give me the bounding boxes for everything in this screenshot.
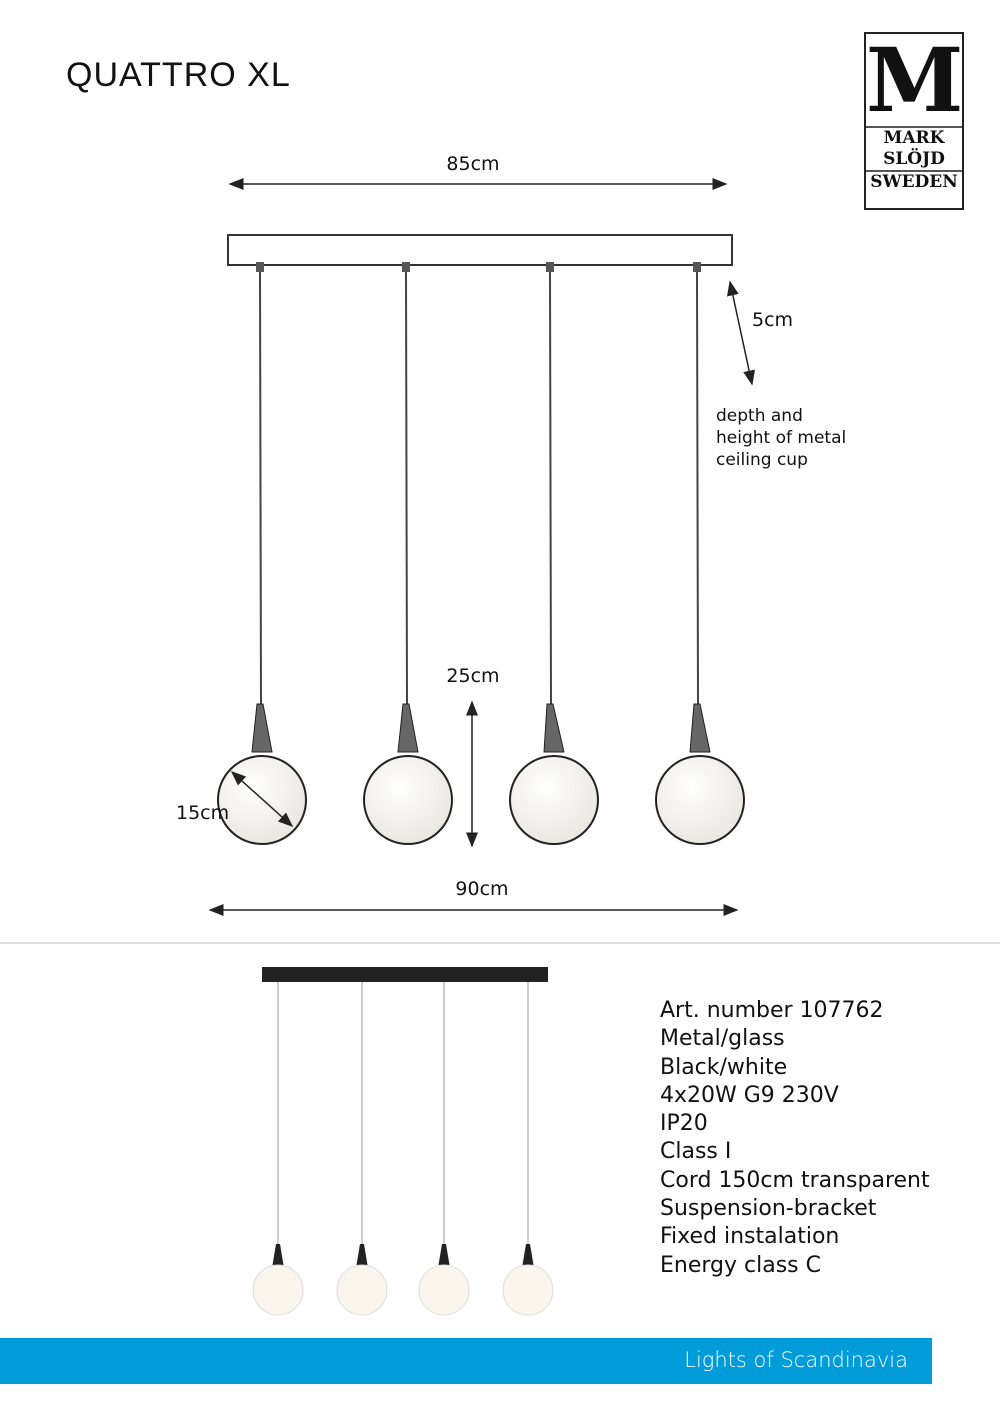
- total-width-label: 90cm: [455, 878, 508, 900]
- cord: [405, 271, 408, 705]
- spec-item: Cord 150cm transparent: [660, 1167, 930, 1193]
- brand-logo: M MARK SLÖJD SWEDEN: [864, 32, 964, 210]
- logo-line: SWEDEN: [866, 170, 962, 193]
- spec-item: Metal/glass: [660, 1026, 785, 1052]
- lamp-holder: [397, 703, 419, 753]
- lamp-holder: [251, 703, 273, 753]
- globe-diameter-label: 15cm: [176, 802, 229, 824]
- cup-arrow: [726, 280, 756, 386]
- cord: [549, 271, 552, 705]
- cup-note: ceiling cup: [716, 450, 808, 470]
- product-title: QUATTRO XL: [66, 56, 291, 94]
- spec-item: Energy class C: [660, 1252, 821, 1278]
- photo-holder: [356, 1244, 368, 1268]
- spec-item: Suspension-bracket: [660, 1196, 877, 1222]
- glass-globe: [363, 755, 453, 845]
- photo-holder: [438, 1244, 450, 1268]
- spec-item: Black/white: [660, 1054, 788, 1080]
- glass-globe: [655, 755, 745, 845]
- logo-letter: M: [866, 28, 964, 132]
- logo-line: SLÖJD: [883, 149, 945, 169]
- photo-holder: [272, 1244, 284, 1268]
- canopy-fitting: [546, 262, 554, 272]
- spec-item: Art. number 107762: [660, 998, 884, 1023]
- canopy-fitting: [402, 262, 410, 272]
- photo-globe: [502, 1264, 554, 1316]
- globe-arrow: [230, 770, 294, 828]
- footer-tagline: Lights of Scandinavia: [684, 1348, 908, 1372]
- bar-width-label: 85cm: [446, 153, 499, 175]
- cord: [696, 271, 699, 705]
- product-photo: [252, 982, 554, 1316]
- glass-globe: [509, 755, 599, 845]
- spec-item: 4x20W G9 230V: [660, 1082, 839, 1108]
- canopy-fitting: [256, 262, 264, 272]
- ceiling-bar: [227, 234, 733, 266]
- cord: [259, 271, 262, 705]
- spec-item: IP20: [660, 1111, 708, 1137]
- canopy-fitting: [693, 262, 701, 272]
- drop-label: 25cm: [446, 665, 499, 687]
- photo-ceiling-bar: [262, 967, 548, 982]
- cup-note: depth and: [716, 406, 803, 426]
- spec-item: Fixed instalation: [660, 1224, 840, 1250]
- lamp-holder: [543, 703, 565, 753]
- footer-band: Lights of Scandinavia: [0, 1338, 932, 1384]
- photo-globe: [418, 1264, 470, 1316]
- logo-line: MARK: [866, 126, 962, 149]
- photo-globe: [336, 1264, 388, 1316]
- photo-holder: [522, 1244, 534, 1268]
- lamp-holder: [689, 703, 711, 753]
- pendants: [217, 262, 745, 845]
- cup-note: height of metal: [716, 428, 846, 448]
- spec-item: Class I: [660, 1139, 732, 1165]
- cup-height-label: 5cm: [752, 309, 793, 331]
- photo-globe: [252, 1264, 304, 1316]
